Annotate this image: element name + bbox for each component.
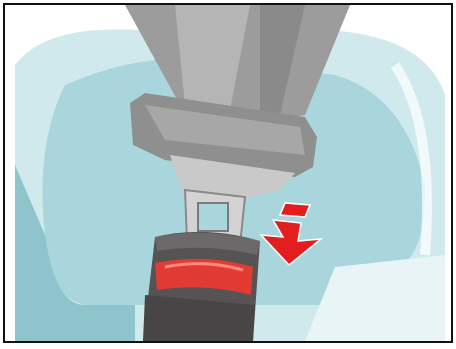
seat-belt-illustration	[5, 5, 451, 341]
buckle	[143, 232, 260, 341]
illustration-frame	[3, 3, 453, 343]
